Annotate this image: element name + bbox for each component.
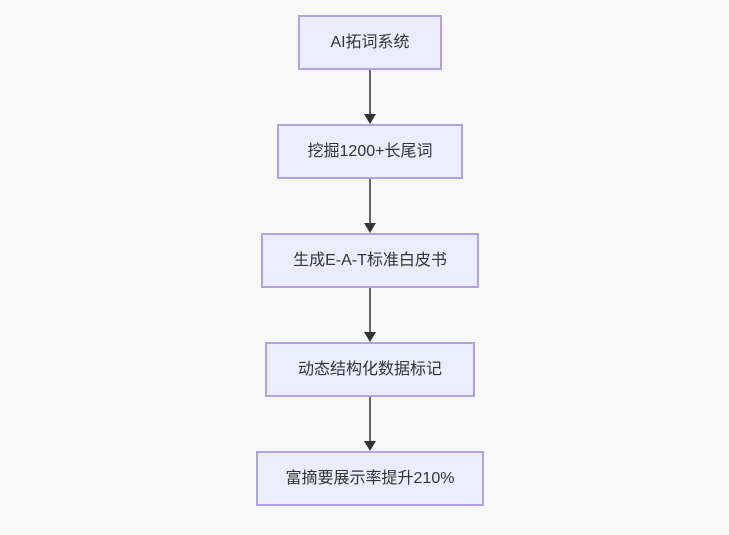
arrow-line <box>369 288 371 333</box>
arrow-head-icon <box>364 332 376 342</box>
arrow-head-icon <box>364 114 376 124</box>
arrow-line <box>369 179 371 224</box>
flow-node-label: 挖掘1200+长尾词 <box>307 142 433 160</box>
flow-node-label: 动态结构化数据标记 <box>297 360 442 378</box>
flow-node-rich-snippet-result: 富摘要展示率提升210% <box>256 451 484 506</box>
arrow-line <box>369 397 371 442</box>
flow-node-ai-word-expansion: AI拓词系统 <box>298 15 442 70</box>
arrow-down-icon <box>364 179 376 233</box>
flow-node-structured-data: 动态结构化数据标记 <box>265 342 475 397</box>
flow-node-label: AI拓词系统 <box>330 33 410 51</box>
arrow-down-icon <box>364 288 376 342</box>
arrow-down-icon <box>364 70 376 124</box>
arrow-head-icon <box>364 223 376 233</box>
arrow-line <box>369 70 371 115</box>
flow-node-label: 生成E-A-T标准白皮书 <box>293 251 447 269</box>
flow-column: AI拓词系统 挖掘1200+长尾词 生成E-A-T标准白皮书 动态结构化数据标记 <box>256 15 484 506</box>
arrow-down-icon <box>364 397 376 451</box>
flow-node-label: 富摘要展示率提升210% <box>285 469 455 487</box>
flow-node-longtail-mining: 挖掘1200+长尾词 <box>277 124 463 179</box>
flow-node-eat-whitepaper: 生成E-A-T标准白皮书 <box>261 233 479 288</box>
arrow-head-icon <box>364 441 376 451</box>
